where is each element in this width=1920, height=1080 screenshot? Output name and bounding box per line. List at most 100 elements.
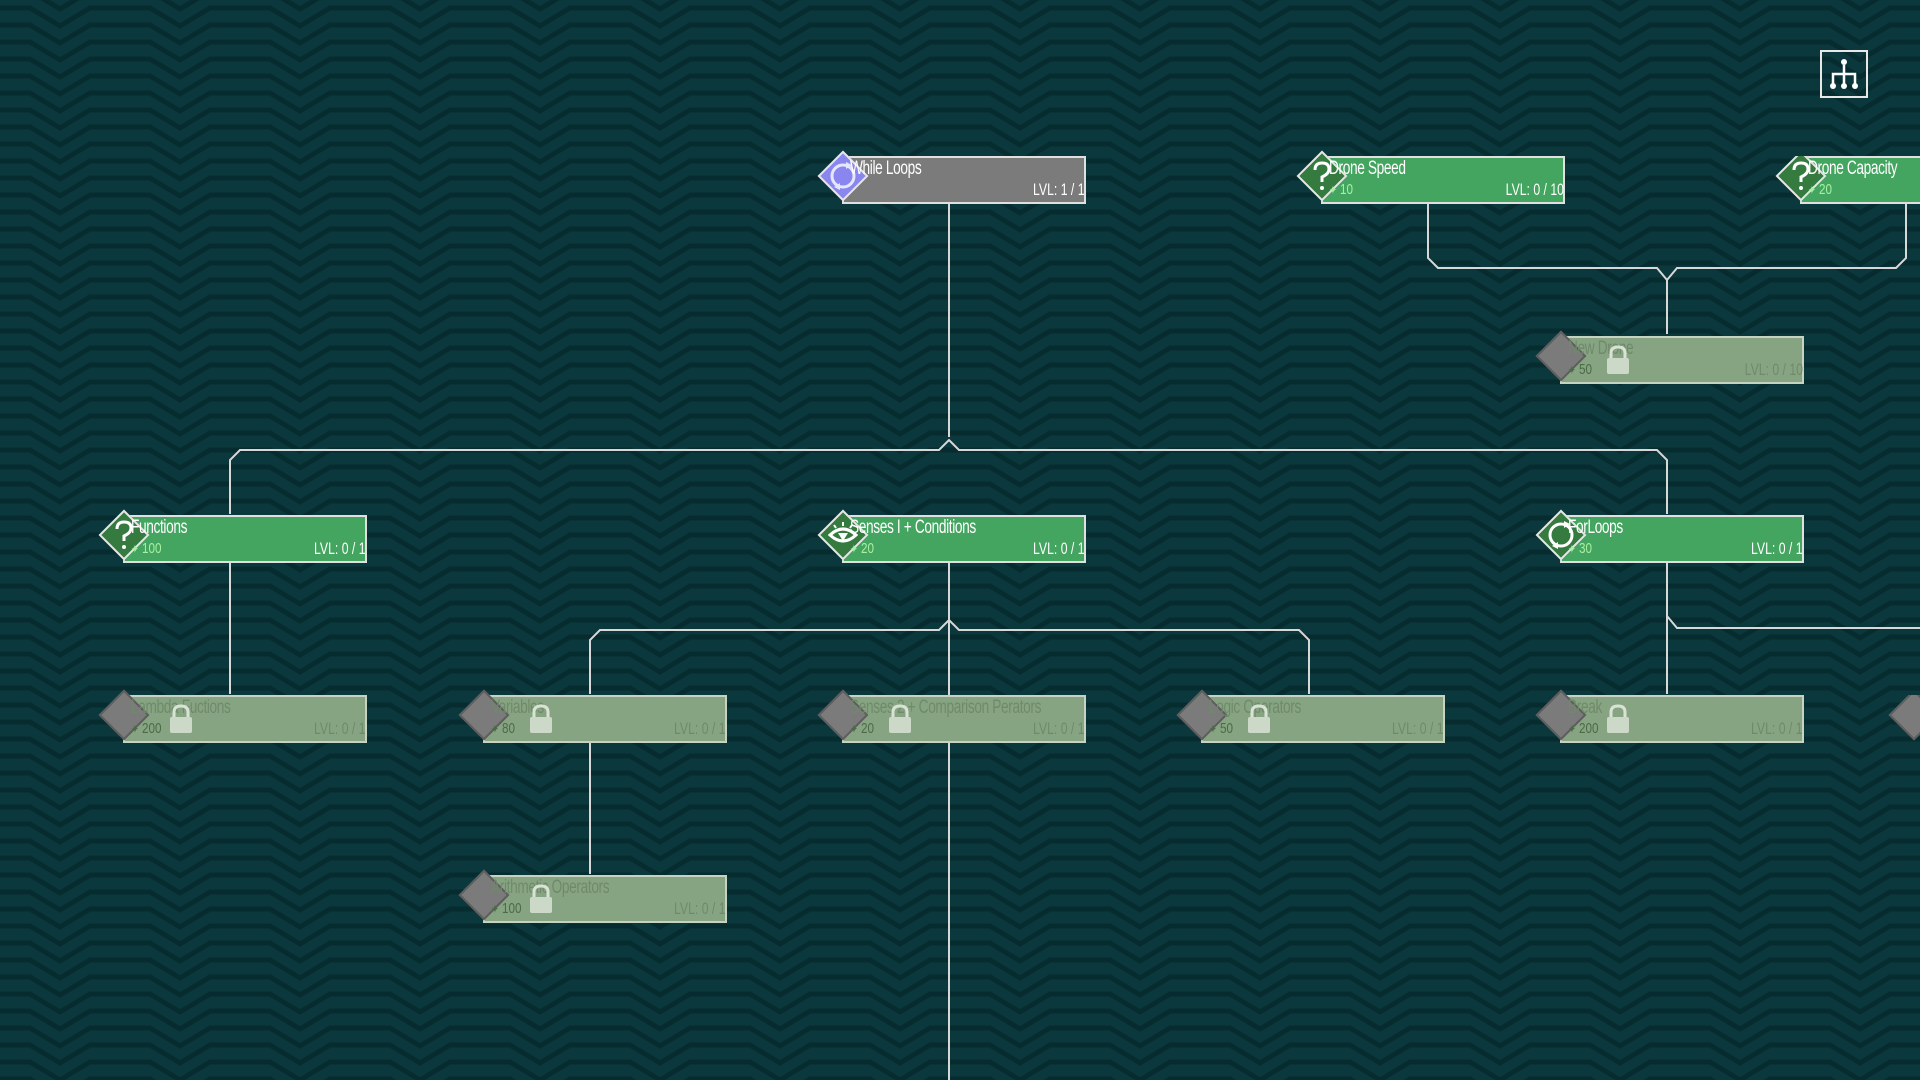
node-cost-value: 200 <box>141 720 162 737</box>
upgrade-point-icon: ✦ <box>491 902 499 916</box>
node-for-loops[interactable]: ForLoops ✦30 LVL: 0 / 1 <box>1535 509 1805 563</box>
upgrade-point-icon: ✦ <box>491 722 499 736</box>
node-cost-value: 50 <box>1578 361 1592 378</box>
node-cost-value: 100 <box>501 900 522 917</box>
node-cost-value: 80 <box>501 720 515 737</box>
upgrade-point-icon: ✦ <box>1568 722 1576 736</box>
node-cost-value: 30 <box>1578 540 1592 557</box>
node-drone-capacity[interactable]: Drone Capacity ✦20 <box>1775 156 1920 204</box>
node-title: Arithmetic Operators <box>491 877 610 898</box>
node-level: LVL: 0 / 10 <box>1505 180 1564 199</box>
node-level: LVL: 0 / 1 <box>1392 719 1444 738</box>
lock-icon <box>530 884 552 913</box>
node-arithmetic-operators[interactable]: Arithmetic Operators ✦100 LVL: 0 / 1 <box>458 869 728 923</box>
node-variables[interactable]: Variables ✦80 LVL: 0 / 1 <box>458 689 728 743</box>
node-bar <box>1560 515 1804 563</box>
lock-icon <box>1248 704 1270 733</box>
upgrade-point-icon: ✦ <box>1568 363 1576 377</box>
node-title: New Drone <box>1568 338 1634 359</box>
node-bar <box>842 515 1086 563</box>
node-cost: ✦200 <box>131 720 161 737</box>
node-cost: ✦30 <box>1568 540 1592 557</box>
node-level: LVL: 0 / 1 <box>1033 719 1085 738</box>
node-cost: ✦50 <box>1209 720 1233 737</box>
upgrade-point-icon: ✦ <box>1209 722 1217 736</box>
node-level: LVL: 0 / 1 <box>1751 539 1803 558</box>
node-cost: ✦100 <box>491 900 521 917</box>
node-bar <box>1560 336 1804 384</box>
node-cost: ✦80 <box>491 720 515 737</box>
node-title: ForLoops <box>1568 517 1623 538</box>
lock-icon <box>530 704 552 733</box>
node-while-loops[interactable]: While Loops LVL: 1 / 1 <box>817 150 1087 204</box>
node-bar <box>1560 695 1804 743</box>
node-cost: ✦50 <box>1568 361 1592 378</box>
question-icon <box>1313 161 1331 190</box>
upgrade-point-icon: ✦ <box>131 542 139 556</box>
node-title: Senses I + Conditions <box>850 517 976 538</box>
node-cost: ✦10 <box>1329 181 1353 198</box>
node-cost: ✦20 <box>1808 181 1832 198</box>
node-title: Drone Speed <box>1329 158 1406 179</box>
node-bar <box>1321 156 1565 204</box>
node-logic-operators[interactable]: Logic Operators ✦50 LVL: 0 / 1 <box>1176 689 1446 743</box>
eye-icon <box>827 522 859 543</box>
skill-tree-icon <box>1830 59 1858 89</box>
node-bar <box>123 695 367 743</box>
node-title: Variables <box>491 697 544 718</box>
node-senses-conditions[interactable]: Senses I + Conditions ✦20 LVL: 0 / 1 <box>817 509 1087 563</box>
node-cost-value: 20 <box>860 540 874 557</box>
node-title: Drone Capacity <box>1808 158 1898 179</box>
node-bar <box>123 515 367 563</box>
node-level: LVL: 0 / 1 <box>674 899 726 918</box>
node-cost: ✦100 <box>131 540 161 557</box>
node-bar <box>483 695 727 743</box>
node-title: Functions <box>131 517 188 538</box>
loop-icon <box>830 162 856 190</box>
node-level: LVL: 0 / 1 <box>1033 539 1085 558</box>
node-cost-value: 20 <box>1818 181 1832 198</box>
node-level: LVL: 0 / 1 <box>674 719 726 738</box>
upgrade-point-icon: ✦ <box>1808 183 1816 197</box>
node-drone-speed[interactable]: Drone Speed ✦10 LVL: 0 / 10 <box>1296 150 1566 204</box>
upgrade-point-icon: ✦ <box>1568 542 1576 556</box>
node-title: Break <box>1568 697 1602 718</box>
node-cost-value: 100 <box>141 540 162 557</box>
upgrade-point-icon: ✦ <box>850 722 858 736</box>
lock-icon <box>1607 345 1629 374</box>
upgrade-point-icon: ✦ <box>850 542 858 556</box>
node-level: LVL: 1 / 1 <box>1033 180 1085 199</box>
upgrade-point-icon: ✦ <box>1329 183 1337 197</box>
node-senses-2[interactable]: Senses 2 + Comparison Perators ✦20 LVL: … <box>817 689 1087 743</box>
lock-icon <box>170 704 192 733</box>
node-cost-value: 20 <box>860 720 874 737</box>
lock-icon <box>1607 704 1629 733</box>
node-new-drone[interactable]: New Drone ✦50 LVL: 0 / 10 <box>1535 330 1805 384</box>
node-level: LVL: 0 / 1 <box>314 539 366 558</box>
node-cost: ✦200 <box>1568 720 1598 737</box>
skill-tree-toggle-button[interactable] <box>1820 50 1868 98</box>
node-level: LVL: 0 / 1 <box>314 719 366 738</box>
node-level: LVL: 0 / 10 <box>1744 360 1803 379</box>
node-break[interactable]: Break ✦200 LVL: 0 / 1 <box>1535 689 1805 743</box>
node-title: Senses 2 + Comparison Perators <box>850 697 1042 718</box>
lock-icon <box>889 704 911 733</box>
node-offscreen[interactable] <box>1888 695 1920 743</box>
node-badge <box>1888 695 1920 741</box>
node-title: While Loops <box>850 158 922 179</box>
node-cost-value: 50 <box>1219 720 1233 737</box>
question-icon <box>1792 161 1810 190</box>
node-cost: ✦20 <box>850 720 874 737</box>
loop-icon <box>1548 521 1574 549</box>
node-cost-value: 200 <box>1578 720 1599 737</box>
upgrade-point-icon: ✦ <box>131 722 139 736</box>
node-cost: ✦20 <box>850 540 874 557</box>
node-functions[interactable]: Functions ✦100 LVL: 0 / 1 <box>98 509 368 563</box>
node-cost-value: 10 <box>1339 181 1353 198</box>
node-bar <box>483 875 727 923</box>
node-lambda-functions[interactable]: Lambda Fuctions ✦200 LVL: 0 / 1 <box>98 689 368 743</box>
question-icon <box>115 520 133 549</box>
node-bar <box>1201 695 1445 743</box>
node-level: LVL: 0 / 1 <box>1751 719 1803 738</box>
